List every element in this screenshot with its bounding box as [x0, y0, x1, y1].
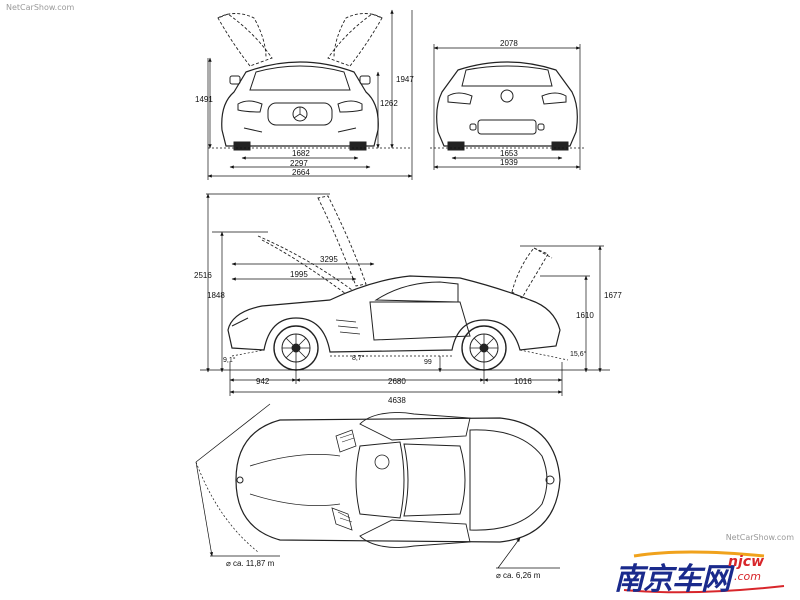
dim-width-rear: 2078: [500, 39, 518, 48]
dim-total-length: 4638: [388, 396, 406, 405]
dim-height-trunk-open: 1677: [604, 291, 622, 300]
dim-width-mirrors: 1939: [500, 158, 518, 167]
dim-ramp-angle: 8,7°: [352, 354, 365, 362]
dim-front-overhang: 942: [256, 377, 270, 386]
dim-rear-overhang: 1016: [514, 377, 532, 386]
rear-view-labels: 2078 1653 1939: [500, 39, 518, 167]
side-view-dimensions: [200, 193, 610, 396]
dim-height-inner-front: 1262: [380, 99, 398, 108]
top-view-labels: ⌀ ca. 11,87 m ⌀ ca. 6,26 m: [226, 559, 541, 580]
dim-approach-angle: 9,1°: [223, 356, 236, 364]
top-view-dimensions: [195, 403, 560, 569]
dim-turning-circle: ⌀ ca. 11,87 m: [226, 559, 275, 568]
dim-width-doors-open: 2664: [292, 168, 310, 177]
dim-height-front: 1491: [195, 95, 213, 104]
dim-departure-angle: 15,6°: [570, 350, 587, 358]
logo-text: 南京车网: [614, 562, 731, 597]
dim-height-trunk: 1610: [576, 311, 594, 320]
logo-swoosh-icon: [623, 550, 785, 594]
top-view: [235, 412, 561, 548]
dim-turning-circle-small: ⌀ ca. 6,26 m: [496, 571, 541, 580]
front-view-dimensions: [207, 9, 413, 180]
dim-height-hood-open: 1848: [207, 291, 225, 300]
front-view-doors: [217, 13, 383, 67]
dim-track-rear: 1653: [500, 149, 518, 158]
rear-view-dimensions: [430, 44, 584, 170]
watermark-top-left: NetCarShow.com: [6, 3, 75, 12]
dim-wheelbase: 2680: [388, 377, 406, 386]
front-view: [217, 13, 383, 151]
side-view-labels: 2516 1848 3295 1995 1677 1610 9,1° 8,7° …: [194, 255, 622, 405]
logo-com: .com: [734, 570, 761, 583]
dim-ground-clearance: 99: [424, 359, 432, 366]
dim-height-doors-open: 2516: [194, 271, 212, 280]
dim-track-front: 1682: [292, 149, 310, 158]
dim-length-hood: 3295: [320, 255, 338, 264]
dim-total-height-front: 1947: [396, 75, 414, 84]
dim-width-front: 2297: [290, 159, 308, 168]
logo-sub: njcw: [728, 554, 764, 570]
rear-view: [436, 61, 578, 151]
side-view: [227, 195, 561, 371]
site-logo: 南京车网 njcw .com: [614, 550, 794, 597]
side-view-doors-open: [511, 247, 553, 299]
dim-hood-to-axle: 1995: [290, 270, 308, 279]
watermark-bottom-right: NetCarShow.com: [725, 533, 794, 542]
front-view-labels: 1947 1491 1262 1682 2297 2664: [195, 75, 414, 177]
